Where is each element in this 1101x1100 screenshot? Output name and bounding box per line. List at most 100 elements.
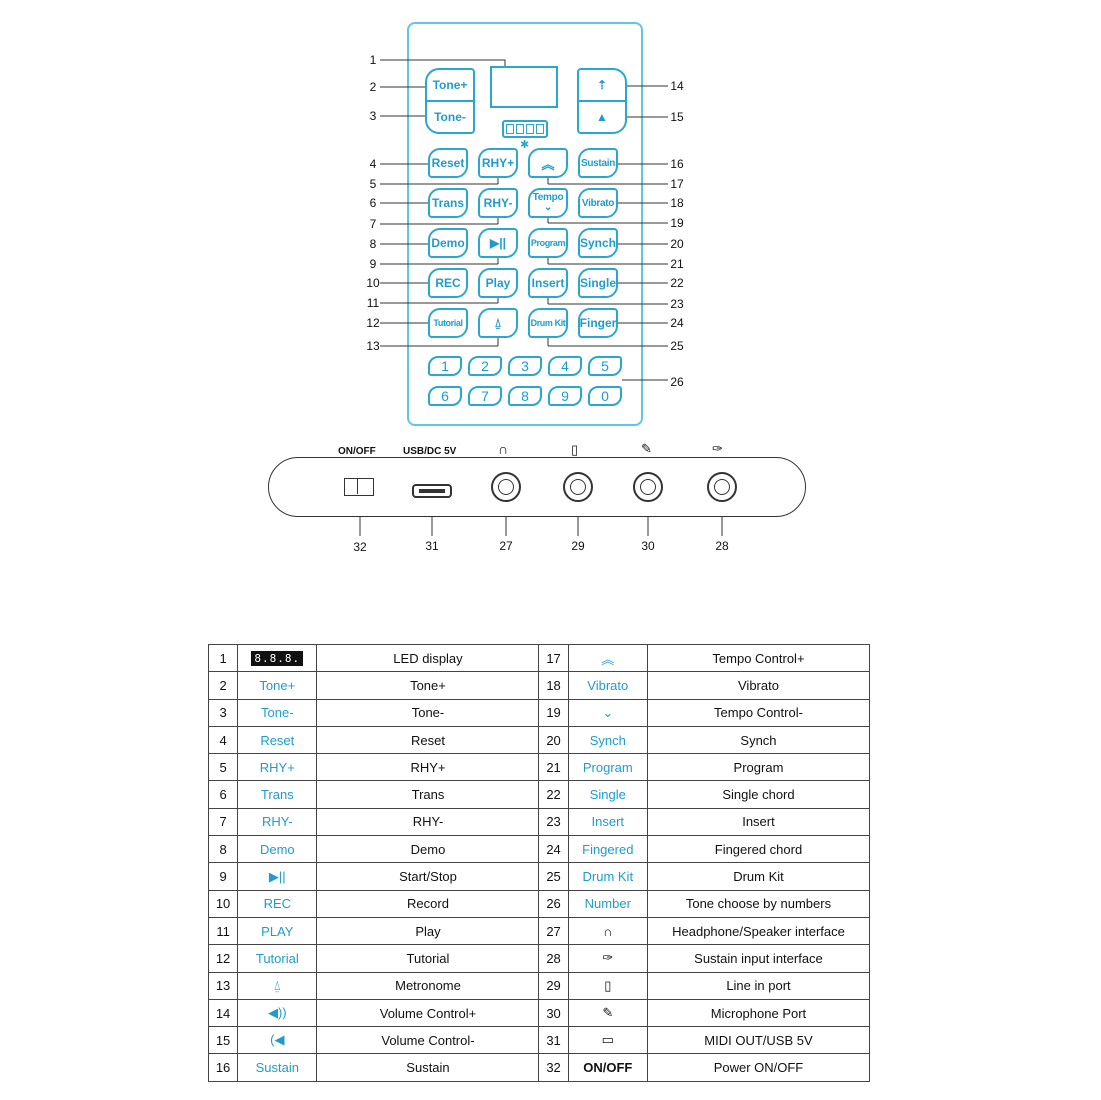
- legend-number: 7: [207, 807, 239, 837]
- callout-1: 1: [369, 53, 377, 67]
- insert-button[interactable]: Insert: [528, 268, 568, 298]
- headphone-icon: ∩: [498, 441, 509, 457]
- legend-description: Microphone Port: [646, 998, 871, 1028]
- legend-symbol: Trans: [237, 780, 318, 809]
- rhy-down-button[interactable]: RHY-: [478, 188, 518, 218]
- legend-number: 10: [207, 889, 239, 918]
- legend-number: 29: [538, 971, 569, 1000]
- legend-number: 22: [538, 780, 569, 809]
- legend-number: 21: [538, 753, 569, 782]
- legend-number: 27: [538, 916, 569, 946]
- legend-description: Reset: [316, 725, 540, 755]
- single-button[interactable]: Single: [578, 268, 618, 298]
- legend-number: 2: [207, 671, 239, 700]
- legend-description: Synch: [646, 725, 871, 755]
- number-key-1[interactable]: 1: [428, 356, 462, 376]
- legend-symbol: Drum Kit: [567, 862, 648, 891]
- legend-description: Power ON/OFF: [646, 1053, 871, 1082]
- number-key-2[interactable]: 2: [468, 356, 502, 376]
- trans-button[interactable]: Trans: [428, 188, 468, 218]
- number-key-5[interactable]: 5: [588, 356, 622, 376]
- legend-symbol: REC: [237, 889, 318, 918]
- legend-number: 18: [538, 671, 569, 700]
- tempo-up-button[interactable]: ︽: [528, 148, 568, 178]
- legend-number: 16: [207, 1053, 239, 1082]
- program-button[interactable]: Program: [528, 228, 568, 258]
- legend-number: 20: [538, 725, 569, 755]
- tone-down-button[interactable]: Tone-: [425, 100, 475, 134]
- line-in-jack[interactable]: [563, 472, 593, 502]
- number-key-4[interactable]: 4: [548, 356, 582, 376]
- callout-28: 28: [715, 539, 729, 553]
- finger-button[interactable]: Finger: [578, 308, 618, 338]
- callout-14: 14: [670, 79, 684, 93]
- callout-13: 13: [366, 339, 380, 353]
- demo-button[interactable]: Demo: [428, 228, 468, 258]
- callout-11: 11: [366, 296, 380, 310]
- legend-description: MIDI OUT/USB 5V: [646, 1026, 871, 1055]
- legend-symbol: Fingered: [567, 835, 648, 864]
- microphone-jack[interactable]: [633, 472, 663, 502]
- tempo-up-icon: ︽: [567, 643, 648, 673]
- microphone-icon: ✎: [641, 441, 652, 456]
- callout-15: 15: [670, 110, 684, 124]
- number-key-8[interactable]: 8: [508, 386, 542, 406]
- legend-description: Fingered chord: [646, 835, 871, 864]
- start-stop-button[interactable]: ▶||: [478, 228, 518, 258]
- metronome-button[interactable]: ⍙: [478, 308, 518, 338]
- legend-number: 12: [207, 944, 239, 973]
- callout-20: 20: [670, 237, 684, 251]
- callout-23: 23: [670, 297, 684, 311]
- legend-description: RHY-: [316, 807, 540, 837]
- number-key-3[interactable]: 3: [508, 356, 542, 376]
- tutorial-button[interactable]: Tutorial: [428, 308, 468, 338]
- callout-27: 27: [499, 539, 513, 553]
- led-display-icon-text: 8.8.8.: [251, 651, 304, 667]
- number-key-7[interactable]: 7: [468, 386, 502, 406]
- number-key-9[interactable]: 9: [548, 386, 582, 406]
- callout-4: 4: [369, 157, 377, 171]
- legend-symbol: Reset: [237, 725, 318, 755]
- number-key-0[interactable]: 0: [588, 386, 622, 406]
- power-switch[interactable]: [344, 478, 374, 496]
- sustain-button[interactable]: Sustain: [578, 148, 618, 178]
- usb-port[interactable]: [412, 484, 452, 498]
- drum-kit-button[interactable]: Drum Kit: [528, 308, 568, 338]
- legend-description: Sustain: [316, 1053, 540, 1082]
- rec-button[interactable]: REC: [428, 268, 468, 298]
- legend-symbol: ▶||: [237, 862, 318, 891]
- legend-description: LED display: [316, 643, 540, 673]
- callout-26: 26: [670, 375, 684, 389]
- callout-31: 31: [425, 539, 439, 553]
- reset-button[interactable]: Reset: [428, 148, 468, 178]
- vibrato-button[interactable]: Vibrato: [578, 188, 618, 218]
- tempo-down-button[interactable]: Tempo ⌄: [528, 188, 568, 218]
- callout-10: 10: [366, 276, 380, 290]
- legend-description: Play: [316, 916, 540, 946]
- volume-up-button[interactable]: ⇡: [577, 68, 627, 102]
- volume-down-button[interactable]: ▲: [577, 100, 627, 134]
- callout-5: 5: [369, 177, 377, 191]
- callout-22: 22: [670, 276, 684, 290]
- tempo-down-icon: ⌄: [567, 698, 648, 727]
- sustain-jack[interactable]: [707, 472, 737, 502]
- play-button[interactable]: Play: [478, 268, 518, 298]
- led-display: [490, 66, 558, 108]
- legend-number: 3: [207, 698, 239, 727]
- legend-number: 31: [538, 1026, 569, 1055]
- legend-description: Metronome: [316, 971, 540, 1000]
- legend-description: Start/Stop: [316, 862, 540, 891]
- volume-down-icon: ▲: [596, 110, 608, 124]
- synch-button[interactable]: Synch: [578, 228, 618, 258]
- rhy-up-button[interactable]: RHY+: [478, 148, 518, 178]
- number-key-6[interactable]: 6: [428, 386, 462, 406]
- headphone-jack[interactable]: [491, 472, 521, 502]
